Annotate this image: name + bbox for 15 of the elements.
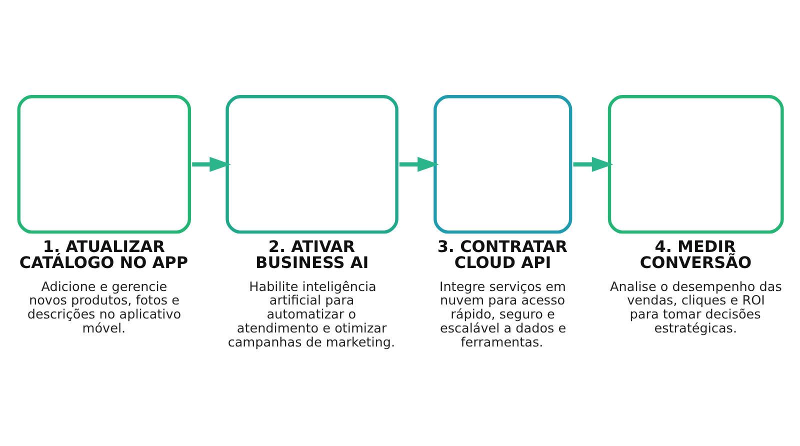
- node-label: Integre serviços em nuvem para acesso rápido, seguro e escalável a dados e ferramentas.: [439, 280, 566, 350]
- node-label: Adicione e gerencie novos produtos, fotos e descrições no aplicativo móvel.: [27, 280, 182, 336]
- node-box: [434, 95, 572, 234]
- arrow: [399, 156, 439, 172]
- arrow: [192, 156, 232, 172]
- node-label: 3. CONTRATAR CLOUD API: [437, 236, 568, 272]
- node-label: 4. MEDIR CONVERSÃO: [640, 236, 752, 272]
- node-box: [17, 95, 192, 234]
- node-label: Habilite inteligência artificial para automatizar o atendimento e otimizar campanhas de marketing.: [228, 280, 396, 350]
- node-box: [226, 95, 398, 234]
- node-label: 2. ATIVAR BUSINESS AI: [256, 236, 369, 272]
- node-label: 1. ATUALIZAR CATÁLOGO NO APP: [19, 236, 188, 272]
- node-box: [608, 95, 784, 234]
- node-label: Analise o desempenho das vendas, cliques e ROI para tomar decisões estratégicas.: [610, 280, 782, 336]
- arrow: [573, 156, 614, 172]
